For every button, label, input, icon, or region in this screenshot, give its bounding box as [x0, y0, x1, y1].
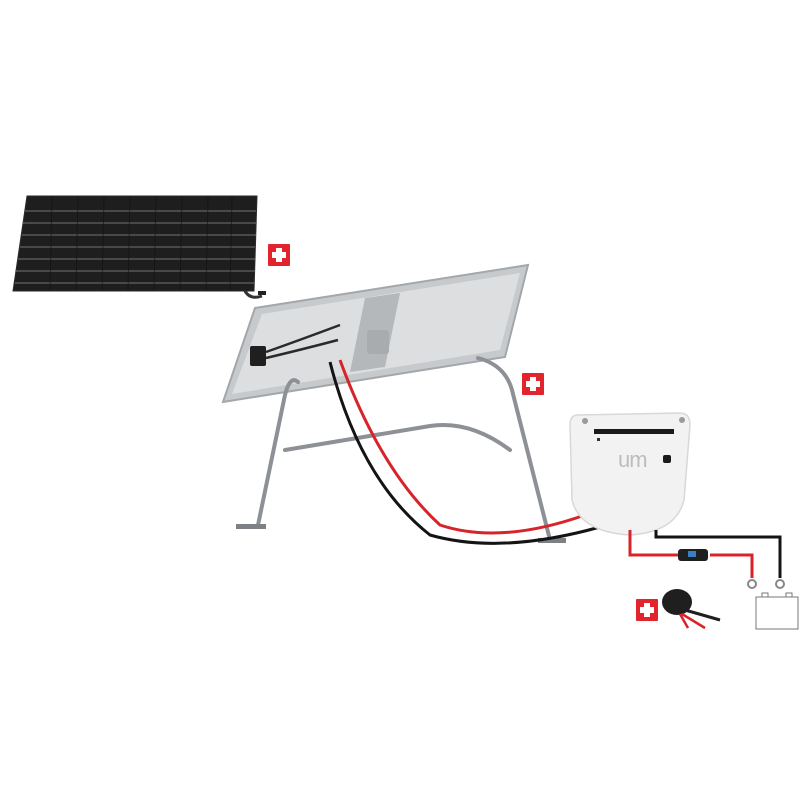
solar-panel-front — [12, 195, 266, 299]
cable-connector — [662, 589, 721, 630]
plus-badge-panel — [268, 244, 290, 266]
solar-panel-mounted — [221, 263, 530, 404]
plus-badge-stand — [522, 373, 544, 395]
plus-badge-connector — [636, 599, 658, 621]
ring-terminal-negative — [775, 579, 785, 589]
stand-foot-left — [236, 524, 266, 529]
battery — [755, 592, 799, 630]
fuse-holder — [678, 549, 708, 561]
cable-red-battery-2 — [710, 553, 754, 578]
charge-controller — [569, 412, 691, 536]
tilt-stand — [256, 356, 552, 542]
cable-red-panel — [338, 359, 586, 535]
cable-red-battery — [628, 530, 690, 557]
cable-black-battery — [654, 530, 782, 578]
cable-black-panel — [328, 361, 601, 545]
ring-terminal-positive — [747, 579, 757, 589]
controller-logo: um — [618, 447, 648, 472]
stand-foot-right — [538, 538, 566, 543]
